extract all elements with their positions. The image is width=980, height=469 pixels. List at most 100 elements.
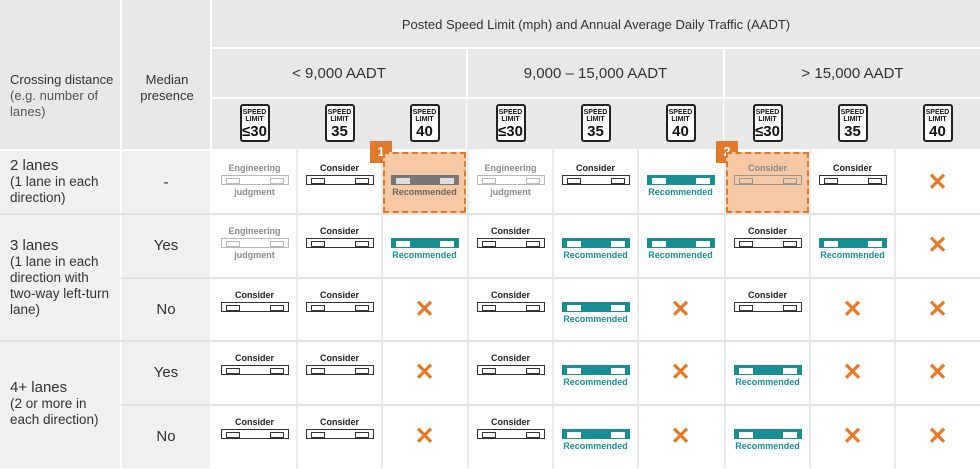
icon-caption: Consider: [490, 353, 530, 363]
recommended-icon: Recommended: [731, 427, 805, 469]
crosswalk-bar-icon: [646, 238, 715, 248]
consider-icon: Consider: [303, 226, 377, 268]
icon-caption: Consider: [747, 226, 787, 236]
sign-word-speed: SPEED: [242, 109, 267, 116]
sign-word-limit: LIMIT: [245, 116, 264, 123]
not-recommended-x-icon: ✕: [927, 358, 948, 386]
not-recommended-x-icon: ✕: [414, 358, 435, 386]
icon-caption: Consider: [319, 226, 359, 236]
median-presence-cell: Yes: [153, 237, 179, 254]
consider-icon: Consider: [474, 417, 548, 459]
sign-word-limit: LIMIT: [928, 116, 947, 123]
median-presence-cell: Yes: [153, 364, 179, 381]
crosswalk-bar-icon: [476, 302, 545, 312]
icon-caption: Engineering: [228, 226, 281, 236]
median-presence-header: Median presence: [140, 72, 194, 103]
crosswalk-bar-icon: [305, 429, 374, 439]
crosswalk-bar-icon: [818, 238, 887, 248]
crosswalk-bar-icon: [220, 365, 289, 375]
crosswalk-bar-icon: [818, 175, 887, 185]
icon-caption: Consider: [319, 290, 359, 300]
row-label-3-lanes-main: 3 lanes: [10, 237, 59, 254]
not-recommended-x-icon: ✕: [927, 295, 948, 323]
not-recommended-x-icon: ✕: [842, 295, 863, 323]
sign-speed-value: 40: [416, 123, 433, 140]
consider-icon: Consider: [559, 163, 633, 205]
sign-word-limit: LIMIT: [415, 116, 434, 123]
row-label-4-lanes: 4+ lanes (2 or more in each direction): [10, 380, 118, 428]
icon-caption: Consider: [234, 290, 274, 300]
recommended-icon: Recommended: [388, 173, 462, 215]
recommended-icon: Recommended: [559, 363, 633, 405]
crosswalk-bar-icon: [561, 238, 630, 248]
not-recommended-x-icon: ✕: [670, 422, 691, 450]
crosswalk-bar-icon: [220, 429, 289, 439]
crosswalk-bar-icon: [561, 429, 630, 439]
icon-caption: Consider: [747, 163, 787, 173]
sign-word-speed: SPEED: [412, 109, 437, 116]
icon-caption: Consider: [490, 226, 530, 236]
icon-caption: Recommended: [648, 187, 713, 197]
recommended-icon: Recommended: [559, 427, 633, 469]
icon-caption: Recommended: [735, 377, 800, 387]
crosswalk-bar-icon: [646, 175, 715, 185]
crosswalk-bar-icon: [305, 365, 374, 375]
crosswalk-bar-icon: [476, 238, 545, 248]
consider-icon: Consider: [303, 290, 377, 332]
sign-speed-value: 35: [844, 123, 861, 140]
icon-caption: judgment: [490, 187, 531, 197]
crosswalk-bar-icon: [390, 238, 459, 248]
sign-speed-value: 35: [587, 123, 604, 140]
aadt-group-high: > 15,000 AADT: [801, 64, 904, 82]
sign-word-speed: SPEED: [755, 109, 780, 116]
sign-word-limit: LIMIT: [330, 116, 349, 123]
crosswalk-bar-icon: [733, 238, 802, 248]
sign-word-speed: SPEED: [925, 109, 950, 116]
table-title: Posted Speed Limit (mph) and Annual Aver…: [401, 16, 791, 32]
crosswalk-bar-icon: [305, 175, 374, 185]
icon-caption: Recommended: [392, 250, 457, 260]
not-recommended-x-icon: ✕: [842, 422, 863, 450]
median-presence-cell: No: [156, 428, 176, 445]
icon-caption: Recommended: [648, 250, 713, 260]
crossing-distance-subtitle: (e.g. number of lanes): [10, 88, 99, 119]
consider-icon: Consider: [474, 290, 548, 332]
crosswalk-bar-icon: [220, 238, 289, 248]
recommended-icon: Recommended: [559, 300, 633, 342]
consider-icon: Consider: [731, 163, 805, 205]
median-presence-cell: -: [163, 174, 169, 191]
icon-caption: Consider: [319, 417, 359, 427]
row-label-3-lanes-sub: (1 lane in each direction with two-way l…: [10, 254, 110, 317]
icon-caption: Recommended: [563, 250, 628, 260]
sign-speed-value: 40: [672, 123, 689, 140]
row-label-4-lanes-main: 4+ lanes: [10, 379, 68, 396]
icon-caption: Recommended: [563, 314, 628, 324]
highlight-box: [726, 152, 809, 213]
sign-speed-value: ≤30: [755, 123, 780, 140]
consider-icon: Consider: [218, 290, 292, 332]
sign-word-limit: LIMIT: [758, 116, 777, 123]
consider-icon: Consider: [303, 417, 377, 459]
consider-icon: Consider: [731, 226, 805, 268]
crosswalk-bar-icon: [733, 365, 802, 375]
consider-icon: Consider: [474, 353, 548, 395]
icon-caption: Recommended: [563, 377, 628, 387]
not-recommended-x-icon: ✕: [670, 295, 691, 323]
crosswalk-bar-icon: [390, 175, 459, 185]
consider-icon: Consider: [303, 353, 377, 395]
not-recommended-x-icon: ✕: [927, 422, 948, 450]
sign-word-speed: SPEED: [327, 109, 352, 116]
median-presence-cell: No: [156, 301, 176, 318]
crossing-distance-header: Crossing distance (e.g. number of lanes): [10, 72, 118, 120]
sign-word-limit: LIMIT: [671, 116, 690, 123]
